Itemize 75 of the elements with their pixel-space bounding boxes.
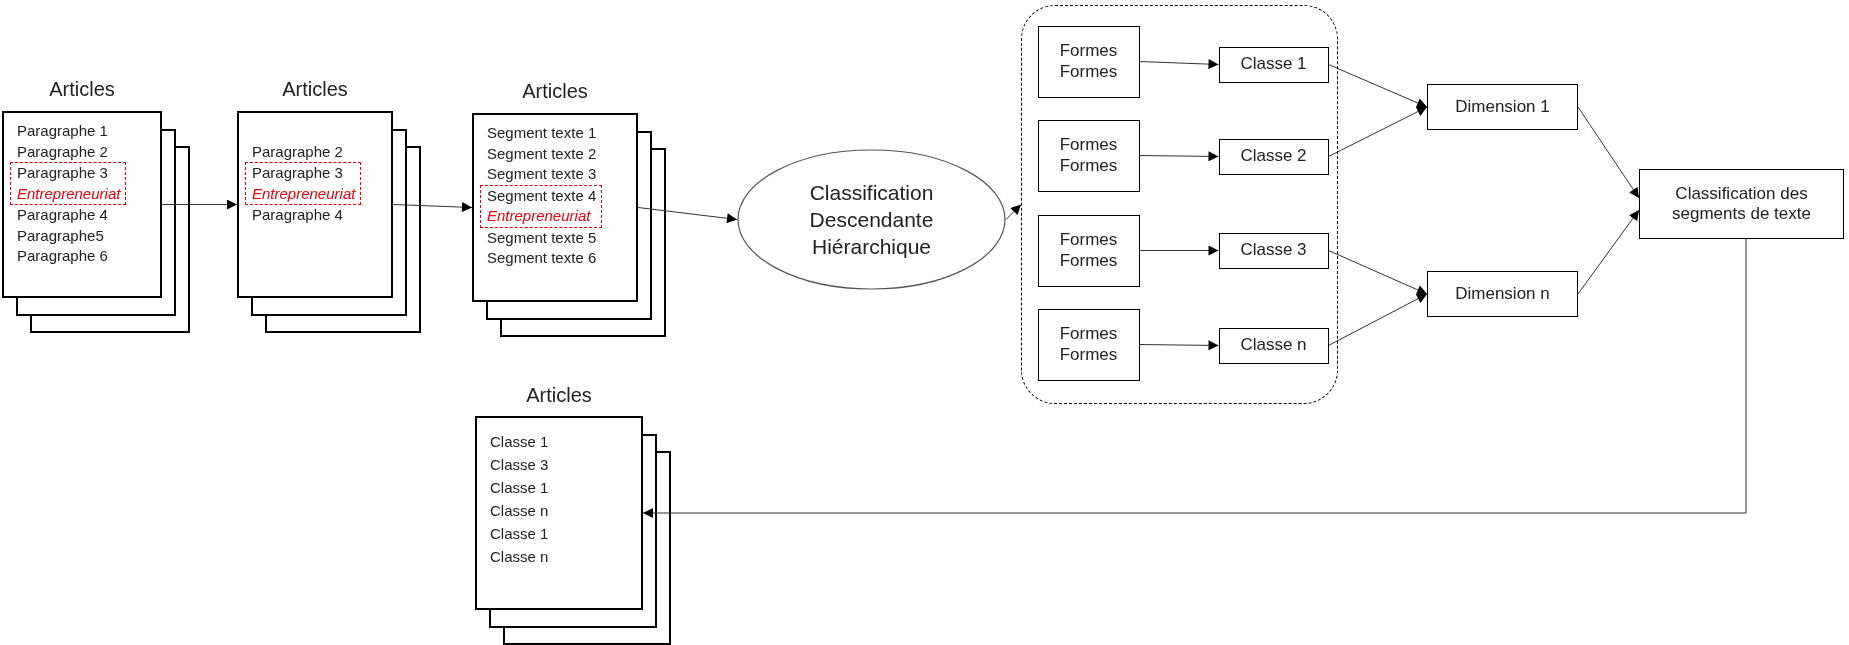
text-line: Segment texte 2	[487, 143, 598, 164]
process-box	[1427, 271, 1578, 317]
process-box	[1427, 84, 1578, 130]
arrow	[1005, 204, 1022, 220]
node-label: Formes	[1059, 61, 1118, 82]
text-line: Paragraphe 3	[17, 163, 109, 183]
arrow	[1139, 151, 1219, 162]
process-box	[1218, 327, 1329, 364]
process-box	[1037, 308, 1140, 381]
text-line: Paragraphe 2	[252, 141, 344, 162]
process-box	[1218, 232, 1329, 269]
node-label: Dimension 1	[1455, 96, 1550, 118]
arrow	[161, 199, 238, 210]
text-line: Segment texte 6	[487, 248, 598, 268]
text-line: Entrepreneuriat	[487, 206, 592, 226]
node-label: Classe 1	[1240, 54, 1307, 75]
heading: Articles	[281, 79, 349, 100]
highlight-box	[480, 184, 603, 228]
node-label: Classe 3	[1240, 240, 1307, 261]
highlight-box	[10, 162, 127, 205]
text-line: Classe 1	[490, 432, 550, 452]
arrow	[642, 238, 1747, 518]
highlight-box	[245, 162, 362, 205]
text-line: Paragraphe 1	[17, 121, 109, 141]
node-label: Formes	[1059, 230, 1118, 251]
text-line: Entrepreneuriat	[252, 183, 356, 204]
text-line: Segment texte 3	[487, 164, 598, 184]
text-line: Paragraphe 3	[252, 163, 344, 183]
text-line: Paragraphe 2	[17, 141, 109, 162]
node-label: Dimension n	[1455, 283, 1550, 305]
arrow	[637, 207, 738, 224]
dashed-group-box	[1021, 5, 1338, 404]
text-line: Segment texte 1	[487, 123, 598, 143]
text-line: Segment texte 5	[487, 227, 598, 248]
text-line: Classe n	[490, 547, 550, 567]
text-line: Classe 3	[490, 455, 550, 475]
text-line: Classe 1	[490, 478, 550, 498]
text-line: Paragraphe5	[17, 225, 105, 246]
text-line: Segment texte 4	[487, 185, 597, 206]
text-line: Classe n	[490, 501, 550, 521]
node-label: Classe n	[1240, 335, 1307, 356]
arrow	[1577, 209, 1640, 295]
node-label: Formes	[1059, 135, 1118, 156]
heading: Articles	[48, 79, 116, 100]
node-label: Formes	[1059, 41, 1118, 62]
process-box	[1218, 138, 1329, 175]
text-line: Paragraphe 4	[252, 205, 344, 225]
arrow	[1139, 245, 1219, 256]
process-box	[1037, 25, 1140, 98]
heading: Articles	[525, 384, 593, 407]
node-label: Formes	[1059, 155, 1118, 176]
node-label: Formes	[1059, 344, 1118, 365]
arrow	[1577, 106, 1640, 199]
arrow	[1328, 106, 1428, 157]
arrow	[1139, 59, 1219, 70]
process-ellipse	[737, 149, 1006, 290]
process-box	[1218, 46, 1329, 83]
arrow	[392, 202, 473, 213]
text-line: Paragraphe 4	[17, 205, 109, 225]
heading: Articles	[521, 81, 589, 102]
node-label: Formes	[1059, 324, 1118, 345]
node-label: Classe 2	[1240, 146, 1307, 167]
text-line: Paragraphe 6	[17, 246, 109, 266]
process-box	[1639, 169, 1844, 239]
text-line: Entrepreneuriat	[17, 183, 121, 204]
arrow	[1328, 293, 1428, 346]
process-box	[1037, 214, 1140, 287]
node-label: Classification des segments de texte	[1671, 183, 1812, 225]
node-label: Classification Descendante Hiérarchique	[808, 179, 935, 261]
arrow	[1139, 340, 1219, 351]
process-box	[1037, 119, 1140, 192]
arrow	[1328, 64, 1428, 108]
arrow	[1328, 250, 1428, 295]
text-line: Classe 1	[490, 524, 550, 544]
node-label: Formes	[1059, 250, 1118, 271]
